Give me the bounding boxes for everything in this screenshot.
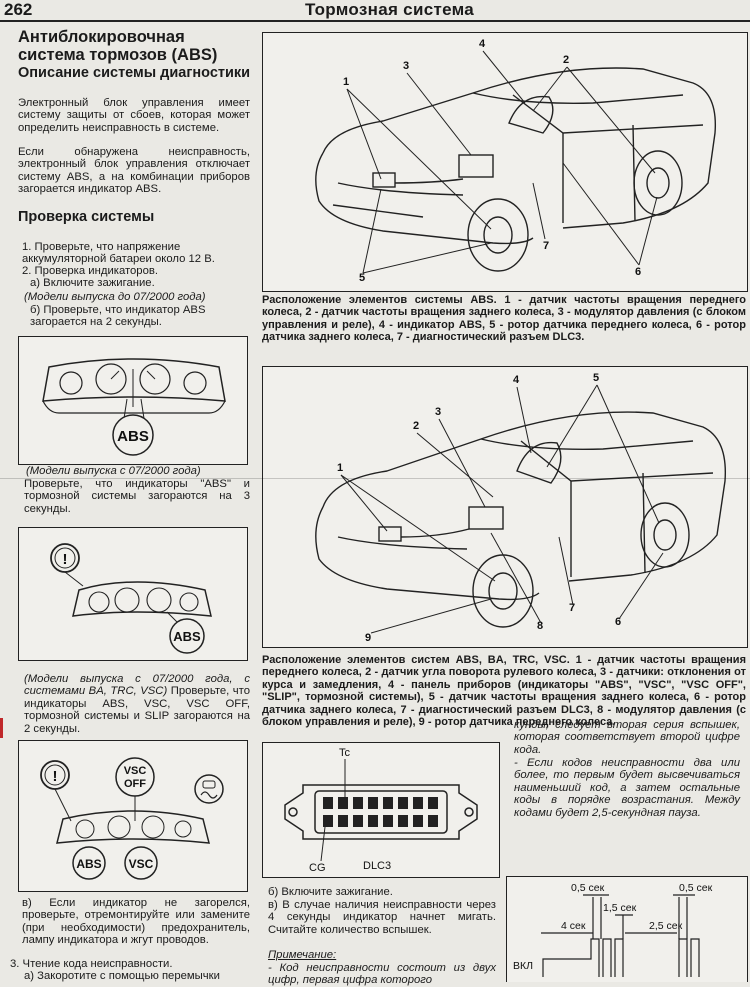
page-fold-shadow <box>0 478 750 479</box>
vsc-off-icon-line2: OFF <box>124 778 146 790</box>
timing-label-t2: 0,5 сек <box>679 882 713 894</box>
step-2a: а) Включите зажигание. <box>30 277 155 289</box>
fig1-label-6: 6 <box>635 266 641 278</box>
subheading-check: Проверка системы <box>18 209 155 225</box>
timing-drawing: 0,5 сек 0,5 сек 1,5 сек 4 сек 2,5 сек ВК… <box>513 882 713 977</box>
note-title: Примечание: <box>268 949 337 961</box>
article-title: Антиблокировочная система тормозов (ABS) <box>18 28 218 64</box>
model-note-3: (Модели выпуска с 07/2000 года, с систем… <box>24 673 250 698</box>
car-drawing-2: 1 2 3 4 5 6 7 8 9 <box>315 372 727 644</box>
dlc3-drawing: Tc CG DLC3 <box>284 747 478 874</box>
step-3a: а) Закоротите с помощью перемычки <box>24 970 220 982</box>
vsc-indicator-icon: VSC <box>129 857 154 871</box>
step-v-middle: в) В случае наличия неисправности через … <box>268 899 496 936</box>
cluster-drawing-2: ! ABS <box>50 543 212 654</box>
cluster-figure-1: ABS <box>18 336 248 465</box>
brake-warning-icon-2: ! <box>53 768 58 785</box>
step-2: 2. Проверка индикаторов. <box>22 265 159 277</box>
car-drawing-1: 1 2 3 4 5 6 7 <box>315 38 717 284</box>
step-2b: б) Проверьте, что индикатор ABS загорает… <box>30 304 206 329</box>
fig2-label-9: 9 <box>365 632 371 644</box>
car-figure-1: 1 2 3 4 5 6 7 <box>262 32 748 292</box>
fig2-label-6: 6 <box>615 616 621 628</box>
fig1-label-2: 2 <box>563 54 569 66</box>
header-rule <box>0 20 750 22</box>
model-note-1: (Модели выпуска до 07/2000 года) <box>24 291 206 303</box>
subheading-diagnostics: Описание системы диагностики <box>18 65 251 81</box>
fig2-label-4: 4 <box>513 374 520 386</box>
figure-1-caption: Расположение элементов системы ABS. 1 - … <box>262 294 746 344</box>
check-3-text: Проверьте, что индикаторы ABS, VSC, VSC … <box>24 685 251 735</box>
cluster-drawing-1: ABS <box>42 358 226 456</box>
fig1-label-3: 3 <box>403 60 409 72</box>
dlc3-tc-label: Tc <box>339 747 351 759</box>
cluster-drawing-3: ! VSC OFF ABS VSC <box>40 757 224 880</box>
check-3: (Модели выпуска с 07/2000 года, с систем… <box>24 673 250 735</box>
dlc3-figure: Tc CG DLC3 <box>262 742 500 878</box>
fig1-label-5: 5 <box>359 272 365 284</box>
abs-indicator-icon: ABS <box>117 428 149 445</box>
cluster-figure-2: ! ABS <box>18 527 248 661</box>
dlc3-cg-label: CG <box>309 862 326 874</box>
step-5: б) Включите зажигание. <box>268 886 393 898</box>
fig2-label-1: 1 <box>337 462 343 474</box>
timing-label-t3: 1,5 сек <box>603 902 637 914</box>
cluster-figure-3: ! VSC OFF ABS VSC <box>18 740 248 892</box>
check-2: Проверьте, что индикаторы "ABS" и тормоз… <box>24 478 250 515</box>
vsc-off-icon-line1: VSC <box>124 765 147 777</box>
dlc3-name-label: DLC3 <box>363 860 391 872</box>
fig2-label-5: 5 <box>593 372 599 384</box>
right-text-1: кунды, следует вторая серия вспышек, кот… <box>514 719 740 756</box>
timing-label-on: ВКЛ <box>513 960 533 972</box>
model-note-2: (Модели выпуска с 07/2000 года) <box>26 465 201 477</box>
right-text-2: - Если кодов неисправности два или более… <box>514 757 740 819</box>
slip-icon <box>200 791 218 799</box>
step-1: 1. Проверьте, что напряжение аккумулятор… <box>22 241 215 266</box>
fig2-label-8: 8 <box>537 620 543 632</box>
fig1-label-7: 7 <box>543 240 549 252</box>
step-v-left: в) Если индикатор не загорелся, проверьт… <box>22 897 250 947</box>
timing-label-t1: 0,5 сек <box>571 882 605 894</box>
fig2-label-2: 2 <box>413 420 419 432</box>
timing-label-t4: 4 сек <box>561 920 586 932</box>
note-text: - Код неисправности состоит из двух цифр… <box>268 962 496 987</box>
step-3: 3. Чтение кода неисправности. <box>10 958 173 970</box>
fig2-label-7: 7 <box>569 602 575 614</box>
abs-indicator-icon-2: ABS <box>173 629 201 644</box>
brake-warning-icon: ! <box>63 551 68 568</box>
paragraph-fault: Если обнаружена неисправность, электронн… <box>18 146 250 196</box>
car-figure-2: 1 2 3 4 5 6 7 8 9 <box>262 366 748 648</box>
timing-label-t5: 2,5 сек <box>649 920 683 932</box>
page-number: 262 <box>4 0 33 19</box>
fig1-label-4: 4 <box>479 38 486 50</box>
fig2-label-3: 3 <box>435 406 441 418</box>
section-title: Тормозная система <box>305 0 475 19</box>
figure-2-caption: Расположение элементов систем ABS, BA, T… <box>262 654 746 729</box>
timing-diagram: 0,5 сек 0,5 сек 1,5 сек 4 сек 2,5 сек ВК… <box>506 876 748 982</box>
paragraph-ecu: Электронный блок управления имеет систем… <box>18 97 250 134</box>
margin-marker <box>0 718 3 738</box>
abs-indicator-icon-3: ABS <box>76 857 101 871</box>
fig1-label-1: 1 <box>343 76 349 88</box>
